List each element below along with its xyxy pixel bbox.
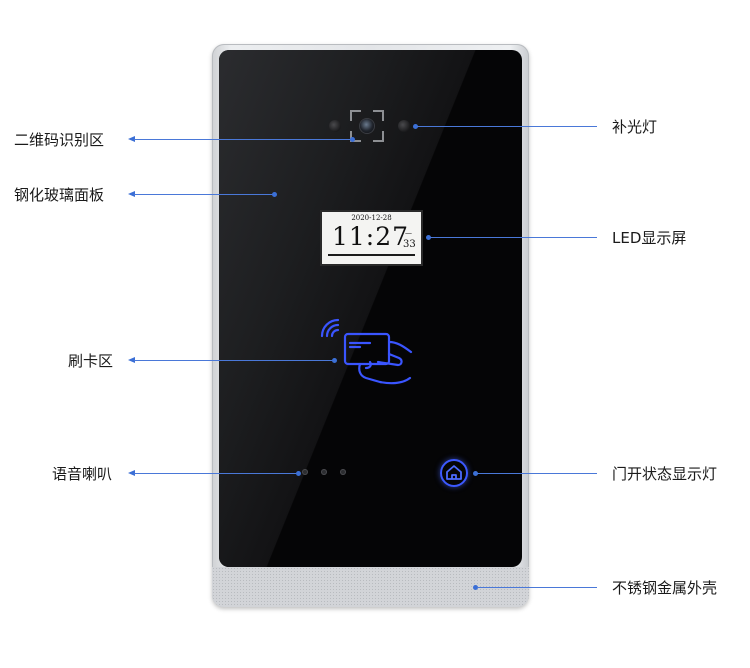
callout-dot <box>272 192 277 197</box>
callout-led-screen: LED显示屏 <box>612 229 687 247</box>
callout-dot <box>426 235 431 240</box>
callout-line <box>134 473 298 474</box>
callout-line <box>134 139 352 140</box>
speaker-hole <box>321 469 327 475</box>
lcd-underline <box>328 254 415 256</box>
glass-panel <box>219 50 522 567</box>
callout-qr-area: 二维码识别区 <box>14 131 105 149</box>
glass-reflection <box>219 50 522 567</box>
callout-arrow <box>128 191 135 197</box>
lcd-seconds-mark: — <box>405 229 412 237</box>
speaker-hole <box>340 469 346 475</box>
callout-line <box>477 587 597 588</box>
home-icon <box>446 465 462 480</box>
callout-fill-light: 补光灯 <box>612 118 658 136</box>
door-status-light <box>440 459 468 487</box>
nfc-wave-icon <box>320 318 340 338</box>
led-display: 2020-12-28 11:27 — 33 <box>320 210 423 266</box>
callout-line <box>477 473 597 474</box>
callout-dot <box>413 124 418 129</box>
callout-line <box>417 126 597 127</box>
callout-card-area: 刷卡区 <box>68 352 114 370</box>
callout-dot <box>473 471 478 476</box>
callout-glass-panel: 钢化玻璃面板 <box>14 186 105 204</box>
callout-speaker: 语音喇叭 <box>52 465 113 483</box>
lcd-date: 2020-12-28 <box>351 214 392 222</box>
callout-line <box>134 194 274 195</box>
card-hand-icon <box>343 332 413 385</box>
callout-arrow <box>128 136 135 142</box>
callout-door-indicator: 门开状态显示灯 <box>612 465 718 483</box>
callout-line <box>430 237 597 238</box>
card-swipe-icon <box>320 318 413 385</box>
lcd-time: 11:27 <box>332 222 410 251</box>
camera-lens-icon <box>360 119 374 133</box>
lcd-seconds: 33 <box>403 239 416 250</box>
callout-arrow <box>128 470 135 476</box>
qr-scanner <box>350 110 384 142</box>
callout-dot <box>332 358 337 363</box>
callout-metal-shell: 不锈钢金属外壳 <box>612 579 718 597</box>
speaker-hole <box>302 469 308 475</box>
callout-dot <box>296 471 301 476</box>
fill-light-right <box>398 120 410 132</box>
callout-arrow <box>128 357 135 363</box>
callout-dot <box>350 137 355 142</box>
callout-dot <box>473 585 478 590</box>
fill-light-left <box>329 120 341 132</box>
callout-line <box>134 360 334 361</box>
